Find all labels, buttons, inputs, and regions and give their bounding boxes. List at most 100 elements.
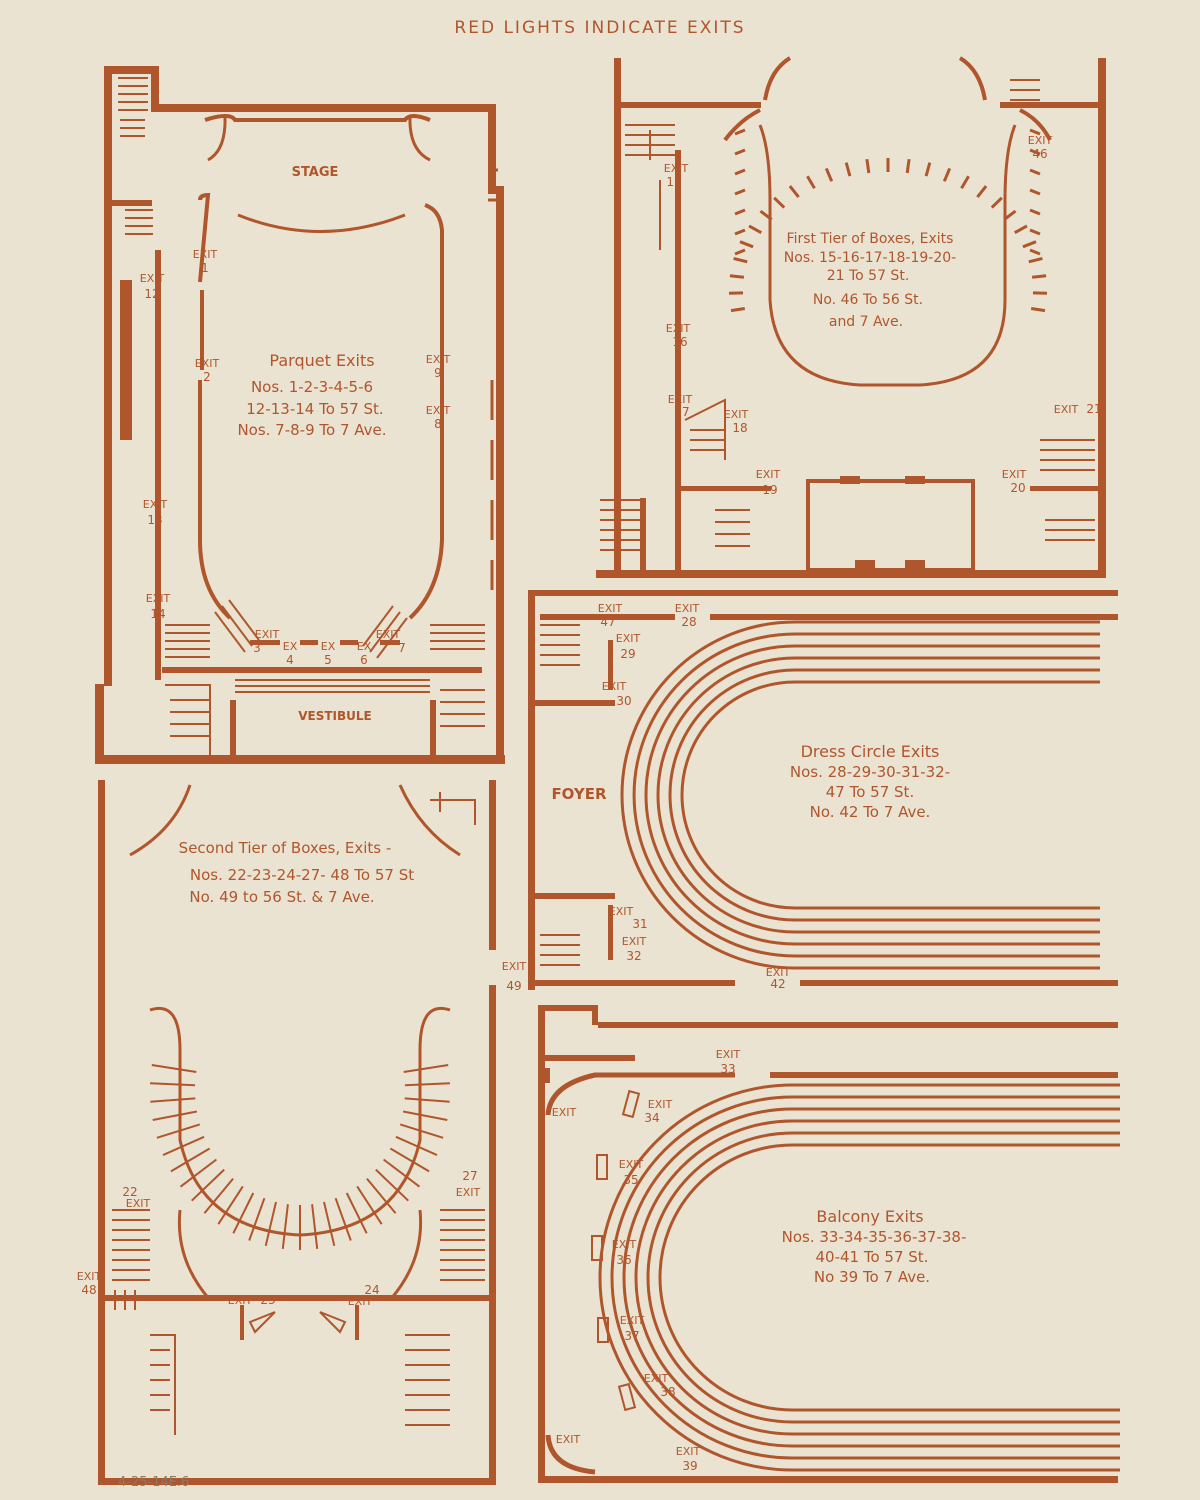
box-tick — [1029, 228, 1041, 236]
box-tick — [162, 1135, 205, 1157]
svg-text:EXIT: EXIT — [675, 602, 700, 615]
box-tick — [1003, 209, 1017, 221]
box-tick — [824, 167, 834, 182]
svg-text:EXIT: EXIT — [622, 935, 647, 948]
svg-text:16: 16 — [672, 335, 687, 349]
dress-circle-tier-line — [620, 620, 1100, 970]
dress-circle-tiers — [620, 620, 1100, 970]
svg-text:EXIT: EXIT — [376, 628, 401, 641]
svg-text:EXIT: EXIT — [140, 272, 165, 285]
svg-text:2: 2 — [203, 370, 211, 384]
box-tick — [366, 1177, 397, 1214]
svg-text:EXIT: EXIT — [648, 1098, 673, 1111]
balcony-tier-line — [634, 1119, 1120, 1436]
first-tier-box-ticks — [728, 128, 1048, 313]
svg-text:29: 29 — [620, 647, 635, 661]
box-tick — [734, 188, 746, 196]
svg-text:EXIT: EXIT — [426, 353, 451, 366]
balcony-tier-line — [610, 1095, 1120, 1460]
parquet-line-3: Nos. 7-8-9 To 7 Ave. — [237, 421, 386, 439]
first-tier-line-4: No. 46 To 56 St. — [813, 292, 923, 308]
first-tier-line-5: and 7 Ave. — [829, 314, 903, 330]
svg-text:EXIT: EXIT — [644, 1372, 669, 1385]
second-tier-line-2: Nos. 22-23-24-27- 48 To 57 St — [190, 866, 414, 884]
box-tick — [748, 224, 763, 235]
svg-text:EXIT: EXIT — [348, 1295, 373, 1308]
box-tick — [773, 196, 786, 209]
box-tick — [1029, 208, 1041, 216]
box-tick — [170, 1147, 211, 1173]
box-tick — [1029, 168, 1041, 176]
svg-text:33: 33 — [720, 1062, 735, 1076]
balcony-tier-line — [622, 1107, 1120, 1448]
svg-text:EX: EX — [283, 640, 298, 653]
svg-text:EXIT: EXIT — [602, 680, 627, 693]
box-tick — [1029, 128, 1041, 136]
svg-text:9: 9 — [434, 366, 442, 380]
first-tier-line-2: Nos. 15-16-17-18-19-20- — [784, 250, 956, 266]
box-tick — [151, 1064, 197, 1073]
box-tick — [1030, 307, 1046, 313]
balcony-side-exit-bottom: EXIT — [556, 1433, 581, 1446]
svg-text:37: 37 — [624, 1329, 639, 1343]
svg-text:EXIT: EXIT — [456, 1186, 481, 1199]
box-tick — [345, 1192, 368, 1234]
second-tier-box-ticks — [150, 1064, 450, 1250]
dress-circle-line-1: Dress Circle Exits — [801, 742, 940, 761]
box-tick — [334, 1197, 352, 1241]
svg-text:27: 27 — [462, 1169, 477, 1183]
box-tick — [729, 274, 745, 279]
svg-text:48: 48 — [81, 1283, 96, 1297]
svg-text:EXIT: EXIT — [77, 1270, 102, 1283]
svg-text:EXIT: EXIT — [1028, 134, 1053, 147]
dress-circle-tier-line — [656, 656, 1100, 934]
box-tick — [375, 1168, 409, 1202]
box-tick — [730, 307, 746, 313]
dress-circle-line-4: No. 42 To 7 Ave. — [810, 803, 931, 821]
box-tick — [734, 228, 746, 236]
parquet-plan: STAGE VESTIBULE Parquet Exits — [95, 66, 505, 764]
svg-text:EXIT: EXIT — [676, 1445, 701, 1458]
svg-text:EXIT: EXIT — [668, 393, 693, 406]
svg-text:EX: EX — [357, 640, 372, 653]
first-tier-line-1: First Tier of Boxes, Exits — [787, 231, 954, 247]
box-tick — [739, 240, 754, 249]
svg-text:EXIT: EXIT — [666, 322, 691, 335]
svg-text:EXIT: EXIT — [756, 468, 781, 481]
svg-text:EXIT: EXIT — [426, 404, 451, 417]
box-tick — [389, 1147, 430, 1173]
parquet-line-1: Nos. 1-2-3-4-5-6 — [251, 378, 373, 396]
box-tick — [905, 158, 911, 174]
box-tick — [1029, 188, 1041, 196]
box-tick — [152, 1110, 198, 1121]
dress-circle-tier-line — [668, 668, 1100, 922]
box-tick — [281, 1204, 289, 1250]
balcony-tier-line — [658, 1143, 1120, 1412]
balcony-line-1: Balcony Exits — [816, 1207, 923, 1226]
box-tick — [733, 256, 748, 264]
box-tick — [156, 1123, 201, 1139]
box-tick — [150, 1097, 196, 1103]
dress-circle-plan: FOYER Dress Circle Exits Nos. 28-29-30-3… — [528, 590, 1118, 991]
box-tick — [1013, 224, 1028, 235]
box-tick — [382, 1158, 421, 1188]
svg-text:3: 3 — [253, 641, 261, 655]
svg-text:22: 22 — [122, 1185, 137, 1199]
balcony-line-3: 40-41 To 57 St. — [816, 1248, 929, 1266]
box-tick — [924, 162, 932, 177]
svg-text:EXIT: EXIT — [716, 1048, 741, 1061]
dress-circle-tier-line — [632, 632, 1100, 958]
